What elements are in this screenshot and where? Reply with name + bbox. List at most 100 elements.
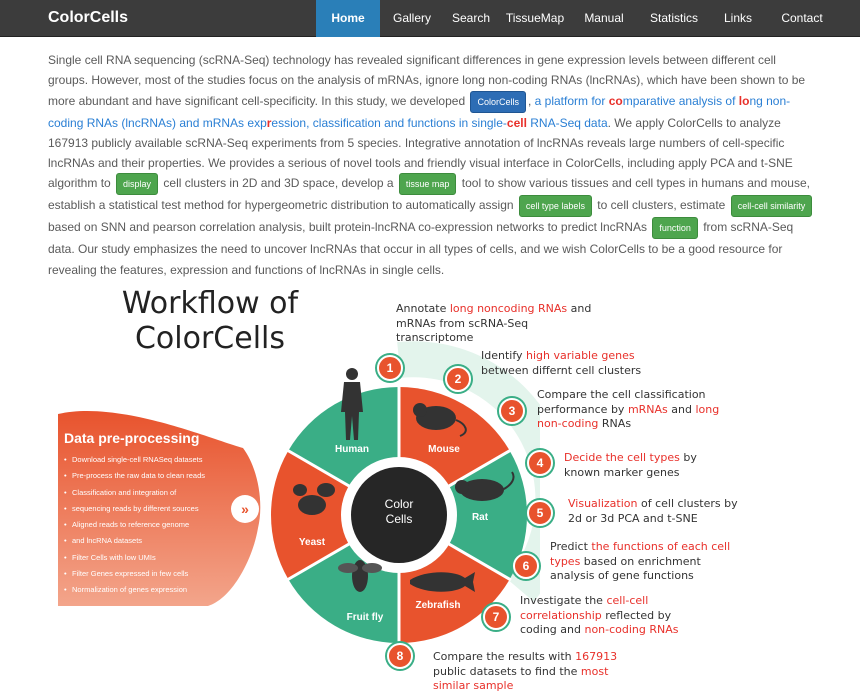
step-part: Identify bbox=[481, 349, 527, 362]
step-part: and mRNAs from scRNA-Seq transcriptome bbox=[396, 302, 592, 344]
species-label: Rat bbox=[472, 512, 489, 523]
colorcells-button[interactable]: ColorCells bbox=[470, 90, 526, 113]
outer-ring bbox=[397, 341, 540, 602]
step-8-badge: 8 bbox=[387, 643, 413, 669]
nav-home[interactable]: Home bbox=[316, 0, 380, 37]
tissue-map-button[interactable]: tissue map bbox=[398, 173, 457, 196]
rat-icon bbox=[455, 471, 515, 501]
step-2-text: Identify high variable genes between dif… bbox=[481, 349, 651, 378]
step-highlight: long non-coding bbox=[537, 402, 720, 431]
prep-title: Data pre-processing bbox=[64, 430, 200, 446]
step-highlight: Decide the cell types bbox=[564, 451, 680, 464]
step-part: based on enrichment analysis of gene fun… bbox=[550, 554, 701, 583]
step-highlight: high variable genes bbox=[526, 349, 635, 362]
workflow-title-line: ColorCells bbox=[134, 321, 286, 356]
center-label: Cells bbox=[386, 512, 413, 526]
platform-text: ession, classification and functions in … bbox=[271, 115, 507, 130]
species-label: Fruit fly bbox=[347, 612, 384, 623]
nav-manual[interactable]: Manual bbox=[584, 11, 624, 25]
prep-item: Pre-process the raw data to clean reads bbox=[64, 468, 234, 485]
step-highlight: most similar sample bbox=[433, 664, 609, 692]
workflow-title: Workflow of ColorCells bbox=[110, 286, 310, 356]
zebrafish-icon bbox=[410, 572, 475, 592]
center-disc bbox=[351, 467, 447, 563]
platform-highlight: r bbox=[266, 115, 272, 130]
platform-text: ng non-coding RNAs (lncRNAs) and mRNAs e… bbox=[48, 93, 791, 130]
step-2-badge: 2 bbox=[445, 366, 471, 392]
nav-contact[interactable]: Contact bbox=[781, 11, 823, 25]
brand-logo[interactable]: ColorCells bbox=[48, 9, 129, 26]
step-part: and bbox=[667, 402, 696, 416]
step-3-badge: 3 bbox=[499, 398, 525, 424]
prep-item: and lncRNA datasets bbox=[64, 533, 234, 550]
step-6-badge: 6 bbox=[513, 553, 539, 579]
step-part: between differnt cell clusters bbox=[481, 363, 642, 377]
platform-highlight: cell bbox=[506, 115, 527, 130]
intro-text: based on SNN and pearson correlation ana… bbox=[48, 220, 647, 235]
step-part: reflected by coding and bbox=[520, 608, 672, 637]
function-button[interactable]: function bbox=[652, 217, 698, 240]
step-5-badge: 5 bbox=[527, 500, 553, 526]
prep-item: Filter Genes expressed in few cells bbox=[64, 566, 234, 583]
platform-description: a platform for comparative analysis of l… bbox=[48, 94, 790, 130]
sector-yeast bbox=[271, 451, 399, 579]
prep-item: Classification and integration of bbox=[64, 485, 234, 502]
intro-text: to cell clusters, estimate bbox=[597, 198, 726, 213]
yeast-icon bbox=[293, 483, 335, 515]
top-navbar: ColorCells Home Gallery Search TissueMap… bbox=[0, 0, 860, 37]
step-1-text: Annotate long noncoding RNAs and mRNAs f… bbox=[396, 302, 596, 346]
step-1-badge: 1 bbox=[377, 355, 403, 381]
intro-text: Single cell RNA sequencing (scRNA-Seq) t… bbox=[48, 53, 806, 108]
step-5-text: Visualization of cell clusters by 2d or … bbox=[568, 497, 748, 526]
step-part: Compare the results with bbox=[433, 650, 576, 663]
nav-search[interactable]: Search bbox=[451, 11, 491, 25]
step-part: Predict bbox=[550, 540, 592, 553]
step-highlight: long noncoding RNAs bbox=[449, 302, 568, 315]
step-8-text: Compare the results with 167913 public d… bbox=[433, 650, 648, 692]
step-highlight: the functions of each cell types bbox=[550, 540, 731, 568]
intro-paragraph: Single cell RNA sequencing (scRNA-Seq) t… bbox=[48, 50, 818, 280]
step-4-text: Decide the cell types by known marker ge… bbox=[564, 451, 734, 480]
prep-item: sequencing reads by different sources bbox=[64, 501, 234, 518]
step-7-text: Investigate the cell-cell correlationshi… bbox=[520, 594, 690, 638]
nav-gallery[interactable]: Gallery bbox=[392, 11, 431, 25]
cell-type-labels-button[interactable]: cell type labels bbox=[518, 195, 592, 218]
prep-item: Aligned reads to reference genome bbox=[64, 517, 234, 534]
human-icon bbox=[341, 368, 363, 440]
species-label: Zebrafish bbox=[415, 600, 460, 611]
step-part: Compare the cell classification performa… bbox=[537, 388, 706, 416]
center-label: Color bbox=[385, 497, 414, 511]
nav-tissuemap[interactable]: TissueMap bbox=[505, 11, 565, 25]
display-button[interactable]: display bbox=[116, 173, 159, 196]
workflow-title-line: Workflow of bbox=[121, 286, 299, 321]
mouse-icon bbox=[413, 403, 467, 437]
step-3-text: Compare the cell classification performa… bbox=[537, 388, 737, 432]
prep-item: Filter Cells with low UMIs bbox=[64, 550, 234, 567]
prep-item: Download single-cell RNASeq datasets bbox=[64, 452, 234, 469]
nav-statistics[interactable]: Statistics bbox=[649, 11, 698, 25]
prep-list: Download single-cell RNASeq datasets Pre… bbox=[64, 452, 234, 599]
platform-text: mparative analysis of bbox=[622, 93, 739, 108]
species-wheel: Color Cells Human Mouse Rat Zebrafish Fr… bbox=[271, 341, 540, 645]
fruit-fly-icon bbox=[338, 560, 382, 592]
step-highlight: 167913 bbox=[575, 650, 618, 663]
step-highlight: Visualization bbox=[568, 497, 638, 510]
step-part: by known marker genes bbox=[564, 451, 697, 479]
species-label: Yeast bbox=[299, 537, 326, 548]
platform-highlight: co bbox=[608, 93, 623, 108]
step-part: public datasets to find the bbox=[433, 664, 581, 678]
step-highlight: non-coding RNAs bbox=[584, 623, 679, 636]
step-4-badge: 4 bbox=[527, 450, 553, 476]
step-part: Annotate bbox=[396, 302, 450, 315]
step-7-badge: 7 bbox=[483, 604, 509, 630]
species-label: Human bbox=[335, 444, 369, 455]
platform-highlight: lo bbox=[738, 93, 750, 108]
step-part: RNAs bbox=[598, 417, 632, 430]
intro-text: cell clusters in 2D and 3D space, develo… bbox=[163, 176, 394, 191]
nav-links-page[interactable]: Links bbox=[723, 11, 752, 25]
step-highlight: cell-cell correlationship bbox=[520, 594, 649, 622]
cell-cell-similarity-button[interactable]: cell-cell similarity bbox=[730, 195, 813, 218]
step-part: of cell clusters by 2d or 3d PCA and t-S… bbox=[568, 497, 738, 525]
intro-text: tool to show various tissues and cell ty… bbox=[48, 176, 810, 213]
step-part: Investigate the bbox=[520, 594, 607, 607]
